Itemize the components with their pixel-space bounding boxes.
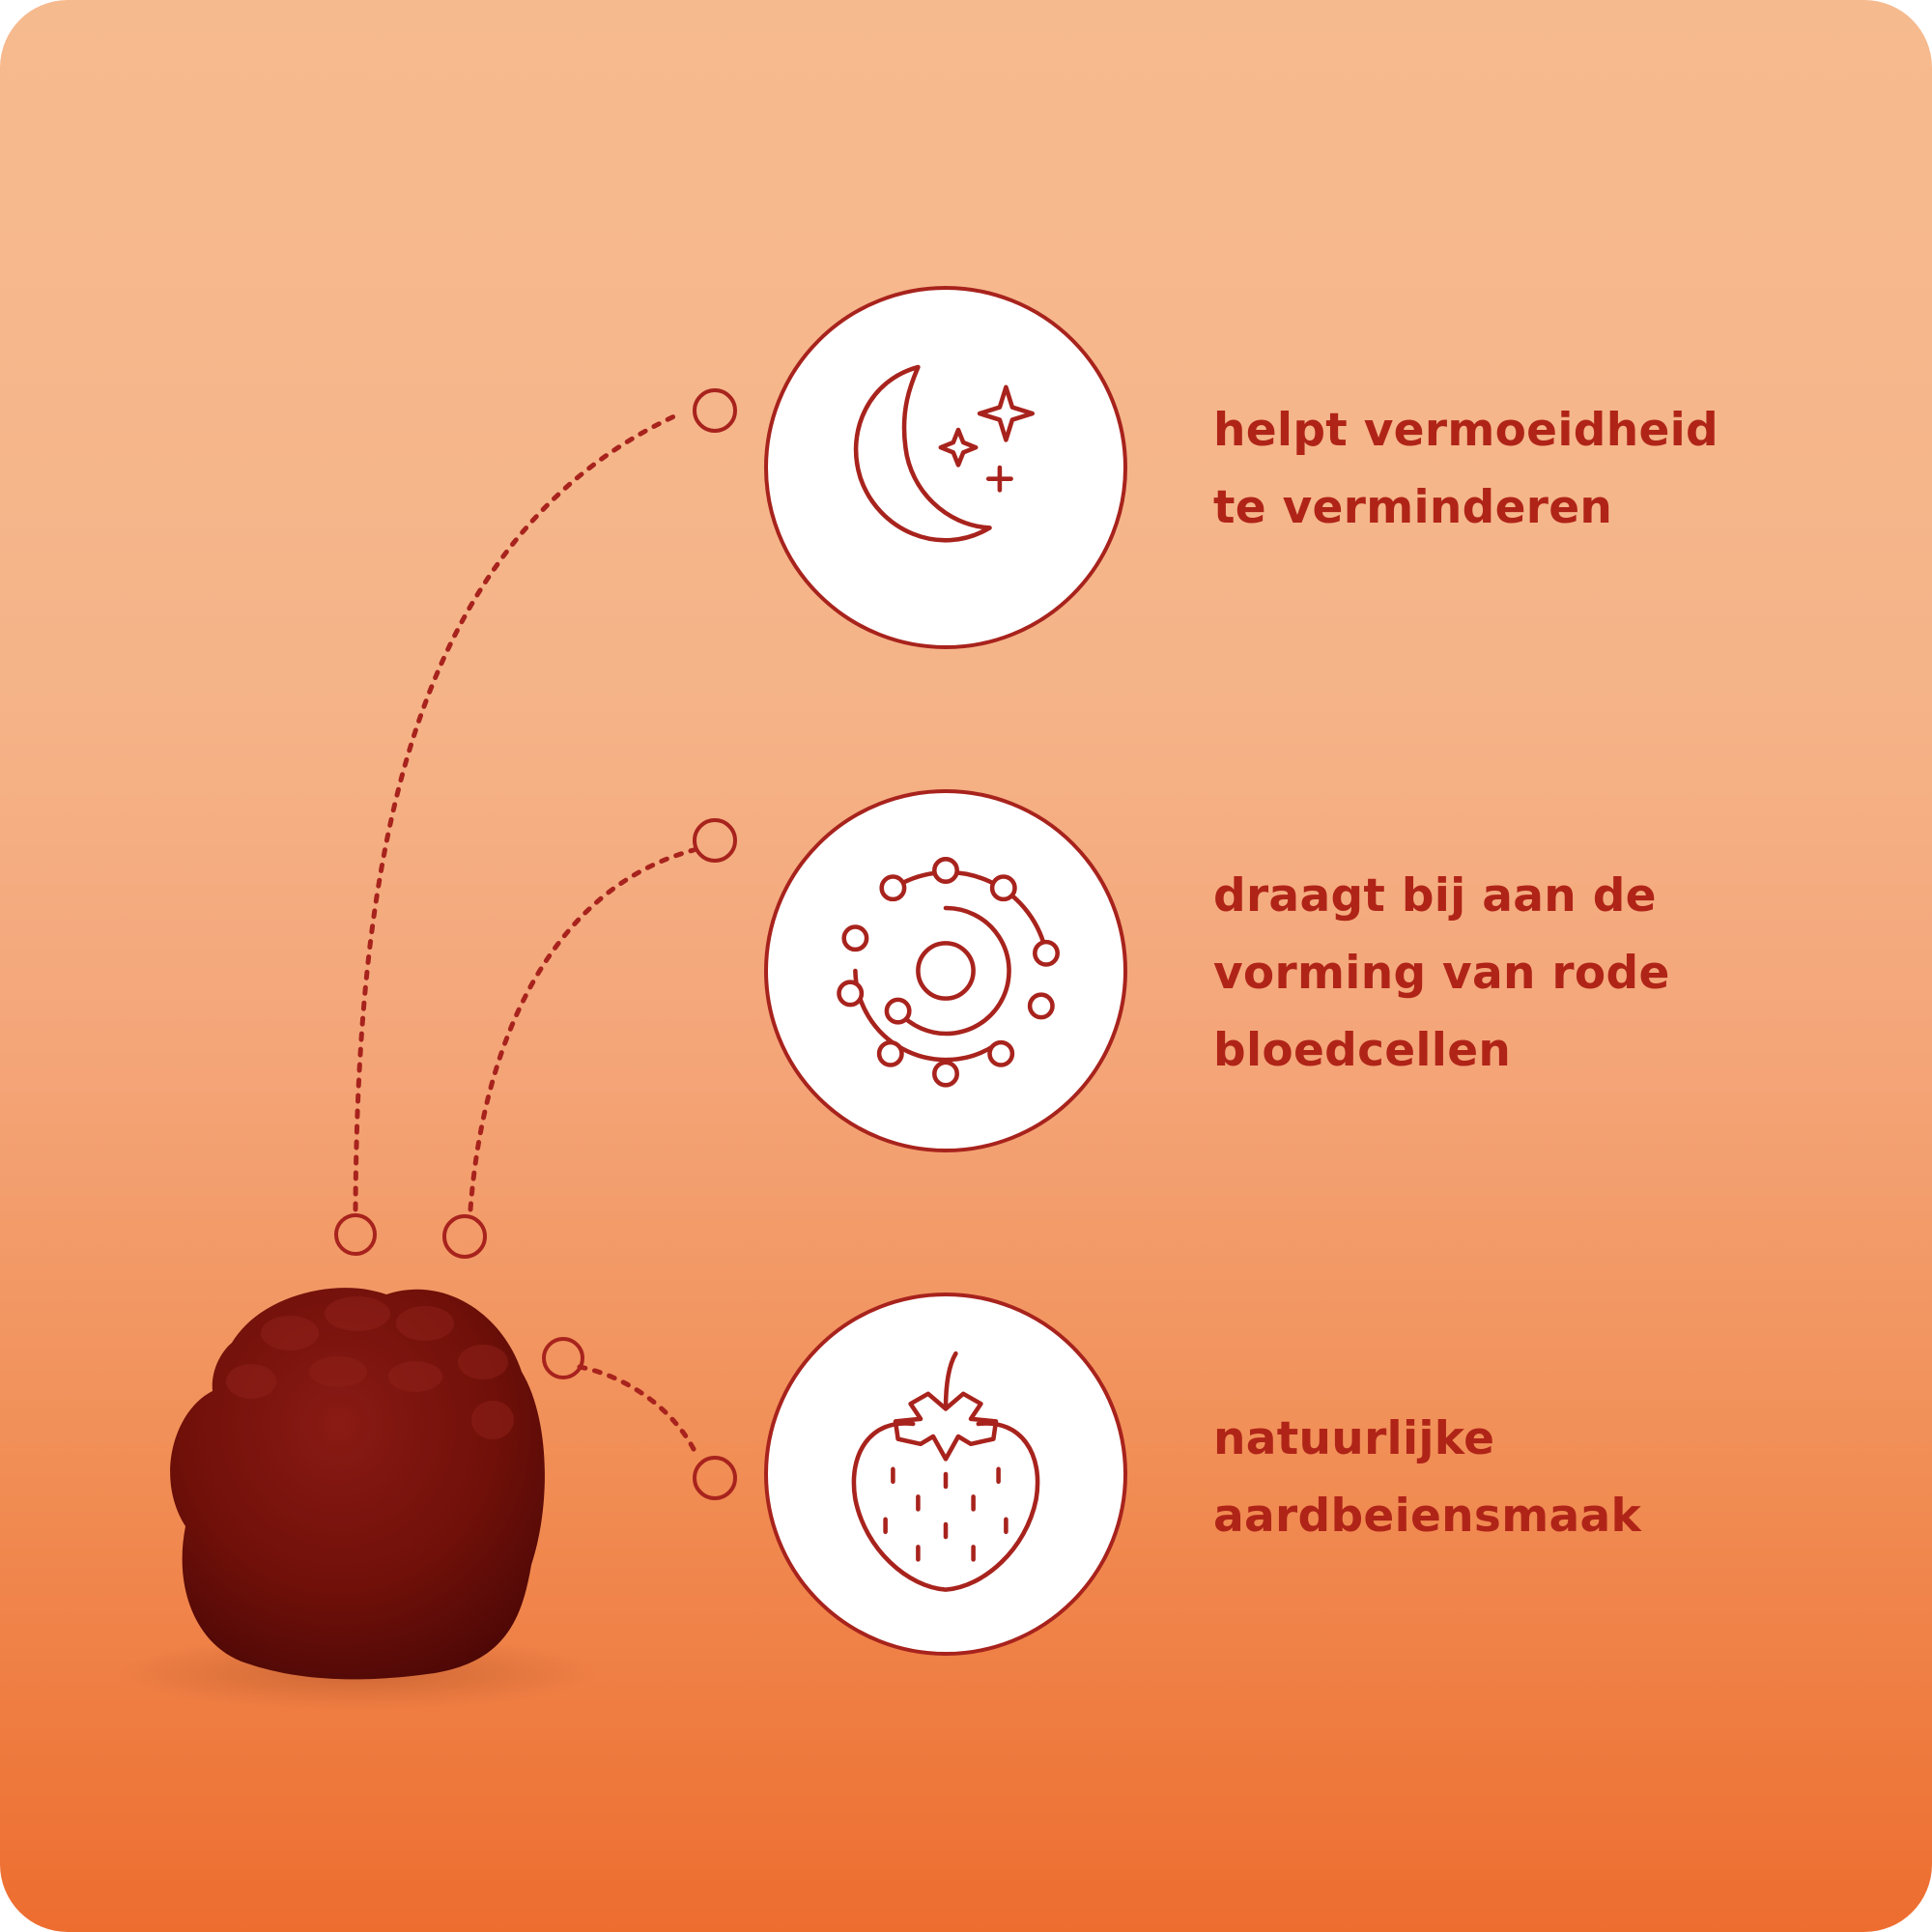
benefit-line: natuurlijke bbox=[1213, 1412, 1495, 1465]
benefit-line: te verminderen bbox=[1213, 481, 1613, 534]
connector-node bbox=[693, 1456, 737, 1500]
connector-node bbox=[334, 1213, 377, 1256]
benefit-line: draagt bij aan de bbox=[1213, 869, 1657, 923]
benefit-text-flavor: natuurlijke aardbeiensmaak bbox=[1213, 1401, 1793, 1555]
strawberry-icon bbox=[851, 1350, 1040, 1592]
benefit-text-blood-cells: draagt bij aan de vorming van rode bloed… bbox=[1213, 858, 1793, 1090]
connector-line-strawberry bbox=[577, 1364, 700, 1460]
benefit-icon-circle bbox=[764, 789, 1127, 1152]
benefit-line: bloedcellen bbox=[1213, 1024, 1512, 1077]
benefit-line: helpt vermoeidheid bbox=[1213, 404, 1719, 457]
strawberry-gummy-image bbox=[116, 1288, 599, 1710]
benefit-icon-circle bbox=[764, 286, 1127, 649]
benefit-line: aardbeiensmaak bbox=[1213, 1490, 1642, 1543]
connector-node bbox=[542, 1337, 584, 1379]
connector-node bbox=[442, 1214, 487, 1259]
benefit-line: vorming van rode bbox=[1213, 947, 1670, 1000]
connector-node bbox=[693, 388, 737, 433]
benefit-icon-circle bbox=[764, 1293, 1127, 1656]
connector-node bbox=[693, 818, 737, 863]
benefit-text-fatigue: helpt vermoeidheid te verminderen bbox=[1213, 392, 1793, 547]
blood-cells-icon bbox=[837, 857, 1060, 1088]
moon-stars-icon bbox=[853, 364, 1035, 543]
connector-line-cells bbox=[468, 847, 696, 1212]
connector-line-moon bbox=[353, 412, 679, 1212]
